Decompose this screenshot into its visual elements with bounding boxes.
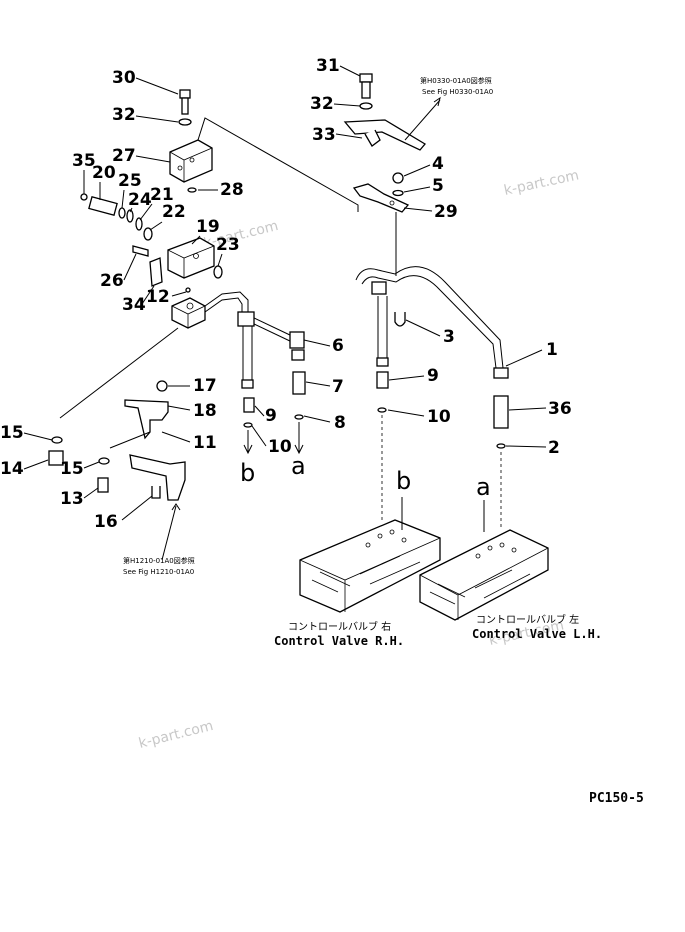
part-label: 36 <box>548 399 572 419</box>
part-label: 30 <box>112 68 136 88</box>
part-label: 13 <box>60 489 84 509</box>
part-label: 15 <box>0 423 24 443</box>
control-valve-lh-caption: コントロールバルブ 左 Control Valve L.H. <box>472 613 602 641</box>
part-label: 27 <box>112 146 136 166</box>
part-label: 33 <box>312 125 336 145</box>
part-label: 31 <box>316 56 340 76</box>
control-valve-rh-en: Control Valve R.H. <box>274 634 404 648</box>
part-label: 11 <box>193 433 217 453</box>
part-label: 21 <box>150 185 174 205</box>
bracket-assembly <box>48 380 186 561</box>
see-fig-top-jp: 第H0330-01A0図参照 <box>420 76 492 85</box>
part-label: 18 <box>193 401 217 421</box>
part-label: 16 <box>94 512 118 532</box>
see-fig-bottom: 第H1210-01A0図参照 See Fig H1210-01A0 <box>123 556 195 576</box>
control-valve-rh-caption: コントロールバルブ 右 Control Valve R.H. <box>274 620 404 648</box>
part-label: 5 <box>432 176 444 196</box>
part-label: 23 <box>216 235 240 255</box>
watermark: k-part.com <box>137 718 215 752</box>
see-fig-bottom-jp: 第H1210-01A0図参照 <box>123 556 195 565</box>
part-label: 28 <box>220 180 244 200</box>
part-label: 12 <box>146 287 170 307</box>
control-valve-lh <box>419 500 549 621</box>
part-label: 29 <box>434 202 458 222</box>
control-valve-rh-jp: コントロールバルブ 右 <box>288 620 391 633</box>
see-fig-bottom-en: See Fig H1210-01A0 <box>123 568 194 576</box>
valve-block-assembly <box>59 89 359 455</box>
part-label: 32 <box>310 94 334 114</box>
part-label: 35 <box>72 151 96 171</box>
part-label: 19 <box>196 217 220 237</box>
part-label: 34 <box>122 295 146 315</box>
part-label: 22 <box>162 202 186 222</box>
part-label: 20 <box>92 163 116 183</box>
part-label: 26 <box>100 271 124 291</box>
part-label: 9 <box>427 366 439 386</box>
flow-label-b-right: b <box>396 467 411 495</box>
part-label: 9 <box>265 406 277 426</box>
part-labels: 30 32 27 35 20 25 24 21 22 28 19 23 26 3… <box>0 56 572 532</box>
part-label: 10 <box>427 407 451 427</box>
control-valve-lh-en: Control Valve L.H. <box>472 627 602 641</box>
part-label: 14 <box>0 459 24 479</box>
flow-label-b-left: b <box>240 459 255 487</box>
part-label: 25 <box>118 171 142 191</box>
control-valve-rh <box>299 497 441 613</box>
see-fig-top: 第H0330-01A0図参照 See Fig H0330-01A0 <box>420 76 493 96</box>
part-label: 17 <box>193 376 217 396</box>
part-label: 32 <box>112 105 136 125</box>
part-label: 10 <box>268 437 292 457</box>
flow-label-a-right: a <box>476 473 491 501</box>
part-label: 2 <box>548 438 560 458</box>
see-fig-top-en: See Fig H0330-01A0 <box>422 88 493 96</box>
part-label: 15 <box>60 459 84 479</box>
watermark: k-part.com <box>503 167 581 199</box>
part-label: 7 <box>332 377 344 397</box>
flow-labels: b a b a <box>240 452 491 501</box>
right-pipe-assembly <box>343 73 509 530</box>
part-label: 24 <box>128 190 152 210</box>
part-label: 3 <box>443 327 455 347</box>
part-label: 4 <box>432 154 444 174</box>
part-label: 8 <box>334 413 346 433</box>
flow-label-a-left: a <box>291 452 306 480</box>
part-label: 6 <box>332 336 344 356</box>
control-valve-lh-jp: コントロールバルブ 左 <box>476 613 579 626</box>
model-number: PC150-5 <box>589 791 644 806</box>
part-label: 1 <box>546 340 558 360</box>
